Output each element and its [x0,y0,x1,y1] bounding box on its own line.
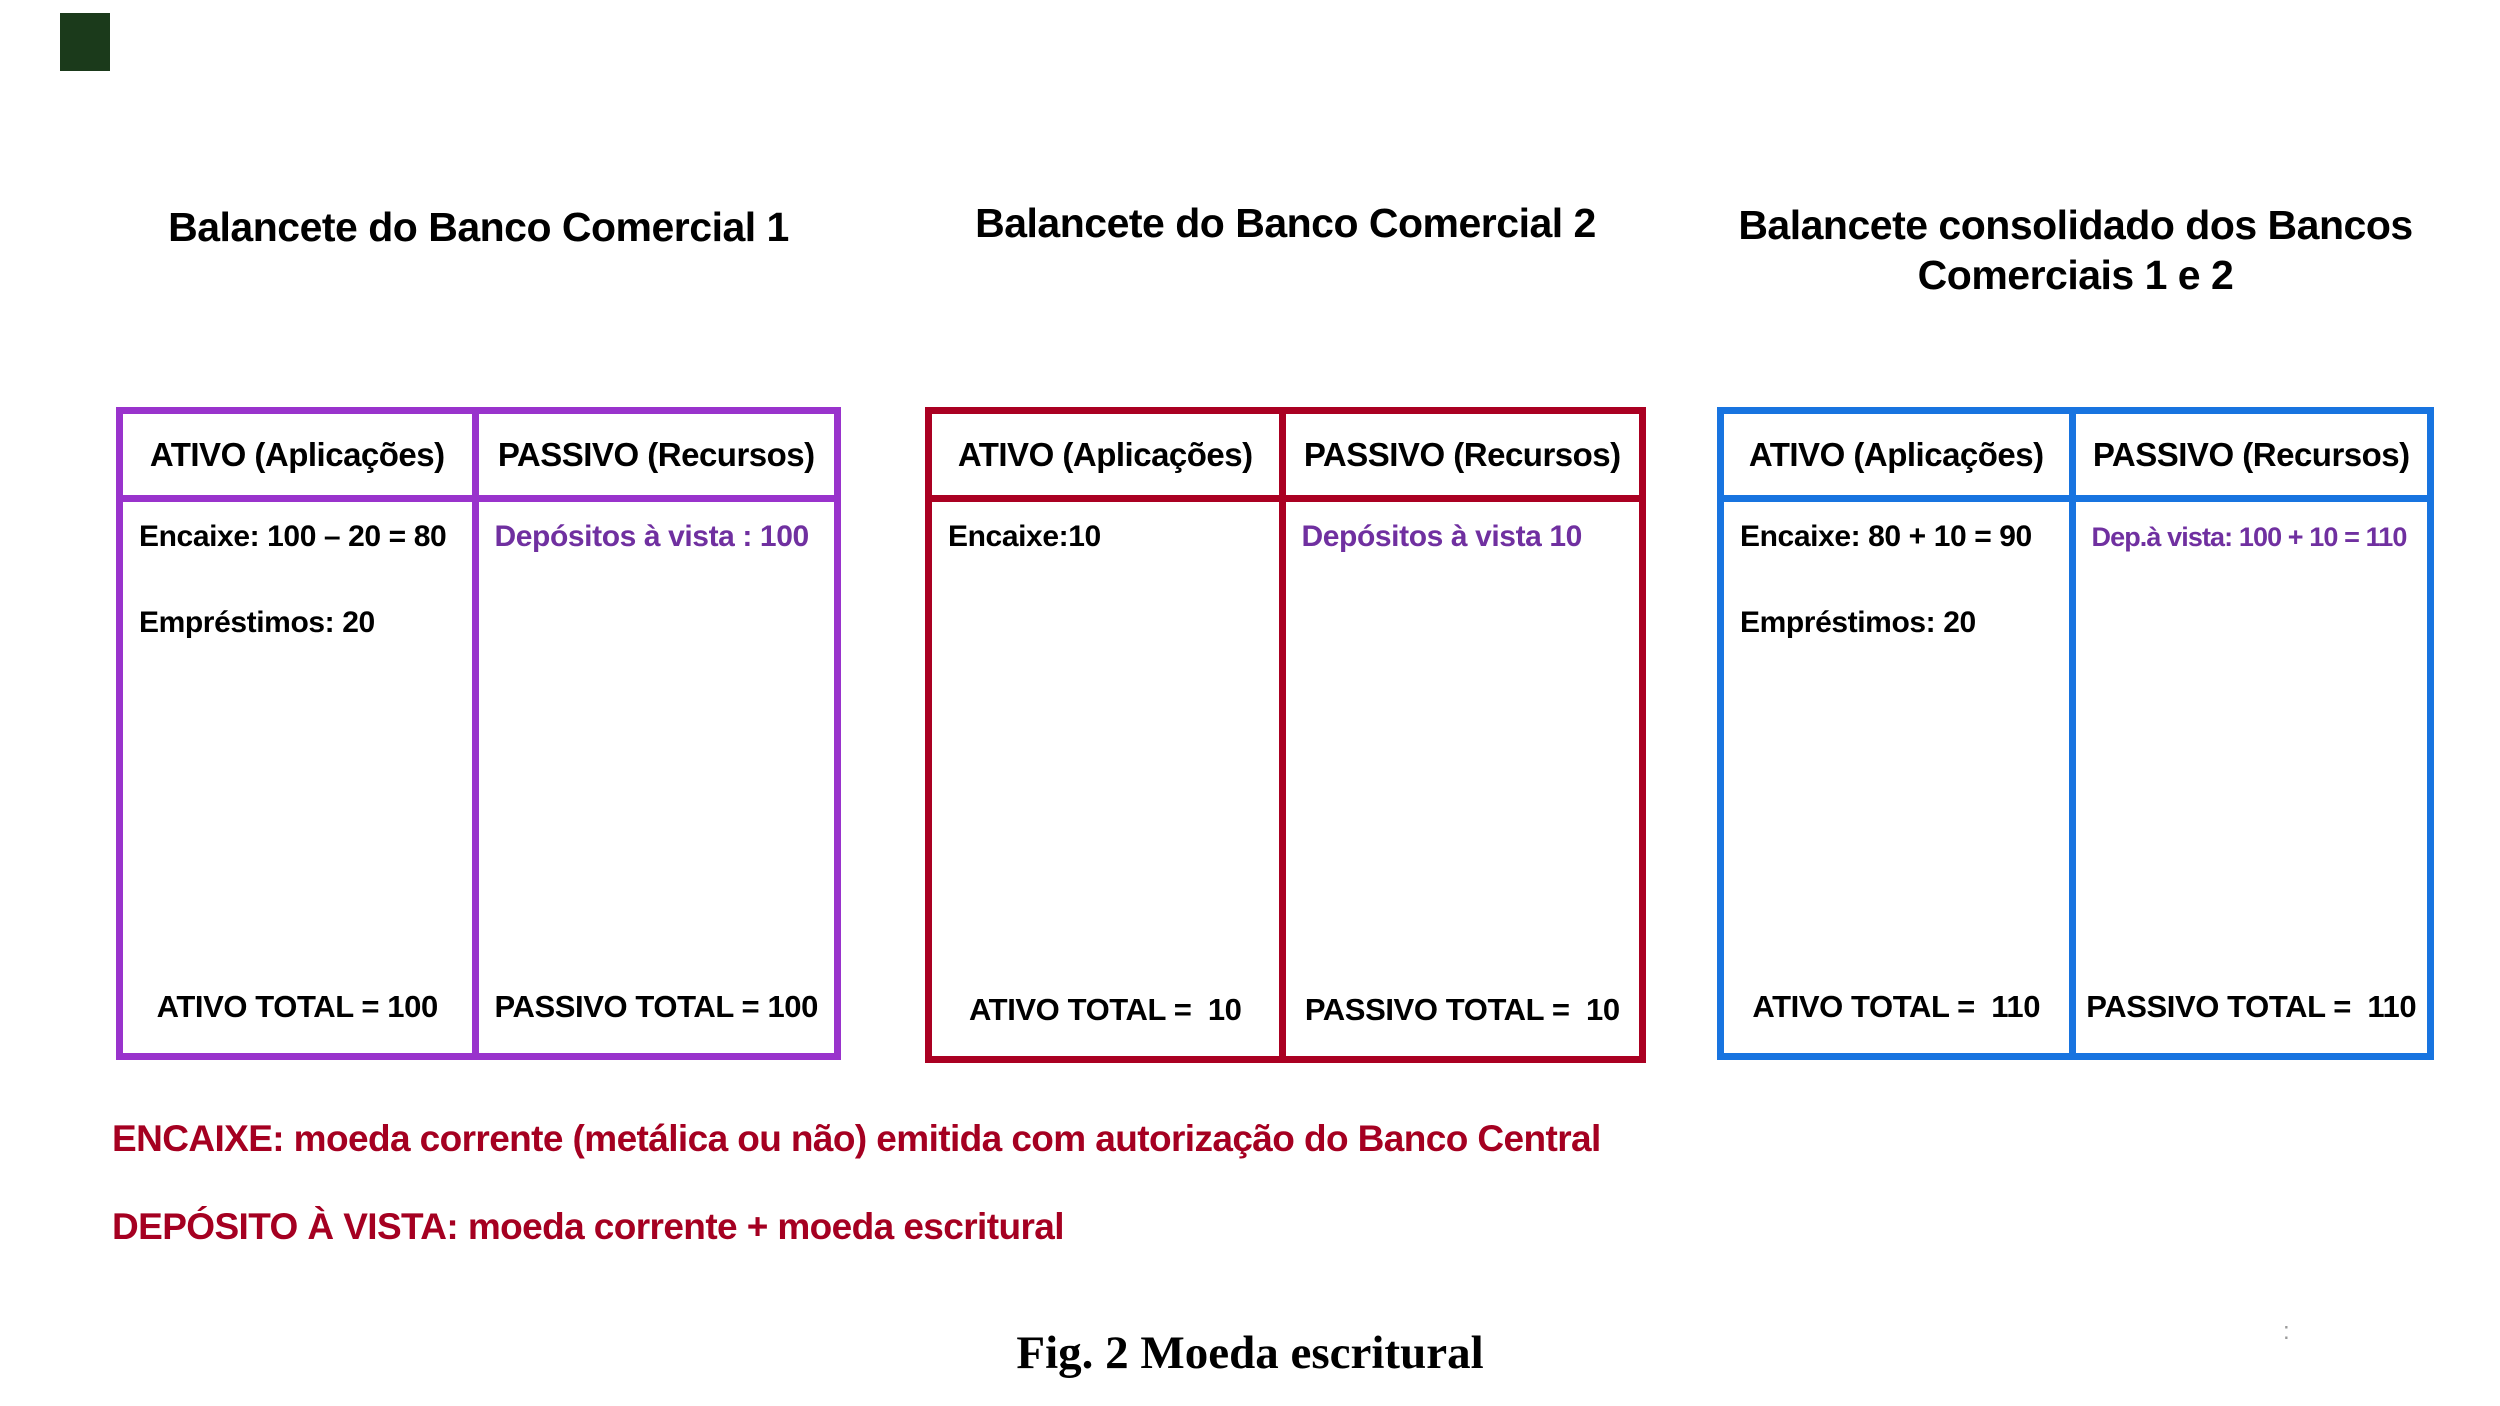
balance-sheet-consolidated: ATIVO (Aplicações) PASSIVO (Recursos) En… [1717,407,2434,1060]
assets-column-header: ATIVO (Aplicações) [932,414,1286,502]
assets-cell: Encaixe:10 ATIVO TOTAL = 10 [932,502,1286,1056]
asset-entry: Encaixe:10 [948,520,1101,553]
assets-total: ATIVO TOTAL = 110 [1752,989,2041,1024]
figure-caption: Fig. 2 Moeda escritural [1016,1327,1484,1379]
liabilities-cell: Depósitos à vista : 100 PASSIVO TOTAL = … [479,502,835,1053]
liabilities-total: PASSIVO TOTAL = 110 [2086,989,2417,1024]
liabilities-column-header: PASSIVO (Recursos) [2075,414,2427,502]
corner-decoration-square [60,13,110,71]
asset-entry: Empréstimos: 20 [1740,606,1976,639]
balance-sheet-2-title: Balancete do Banco Comercial 2 [975,200,1596,246]
assets-column-header: ATIVO (Aplicações) [123,414,479,502]
asset-entry: Encaixe: 80 + 10 = 90 [1740,520,2032,553]
liabilities-total: PASSIVO TOTAL = 10 [1304,992,1620,1027]
balance-sheet-2: ATIVO (Aplicações) PASSIVO (Recursos) En… [925,407,1646,1063]
liabilities-total: PASSIVO TOTAL = 100 [494,989,819,1024]
asset-entry: Empréstimos: 20 [139,606,375,639]
assets-cell: Encaixe: 80 + 10 = 90 Empréstimos: 20 AT… [1724,502,2076,1053]
balance-sheet-consolidated-title: Balancete consolidado dos Bancos Comerci… [1738,202,2413,298]
liabilities-cell: Depósitos à vista 10 PASSIVO TOTAL = 10 [1286,502,1640,1056]
assets-cell: Encaixe: 100 – 20 = 80 Empréstimos: 20 A… [123,502,479,1053]
liabilities-column-header: PASSIVO (Recursos) [478,414,834,502]
liability-entry: Depósitos à vista 10 [1301,520,1583,553]
liabilities-cell: Dep.à vista: 100 + 10 = 110 PASSIVO TOTA… [2076,502,2428,1053]
assets-total: ATIVO TOTAL = 100 [156,989,439,1024]
deposito-definition-note: DEPÓSITO À VISTA: moeda corrente + moeda… [112,1206,1065,1247]
assets-total: ATIVO TOTAL = 10 [968,992,1242,1027]
liability-entry: Dep.à vista: 100 + 10 = 110 [2091,522,2408,552]
liability-entry: Depósitos à vista : 100 [494,520,810,553]
asset-entry: Encaixe: 100 – 20 = 80 [139,520,447,553]
balance-sheet-1: ATIVO (Aplicações) PASSIVO (Recursos) En… [116,407,841,1060]
encaixe-definition-note: ENCAIXE: moeda corrente (metálica ou não… [112,1118,1601,1159]
balance-sheet-1-title: Balancete do Banco Comercial 1 [168,204,789,250]
faint-stray-mark: : [2283,1318,2290,1345]
liabilities-column-header: PASSIVO (Recursos) [1285,414,1639,502]
assets-column-header: ATIVO (Aplicações) [1724,414,2076,502]
